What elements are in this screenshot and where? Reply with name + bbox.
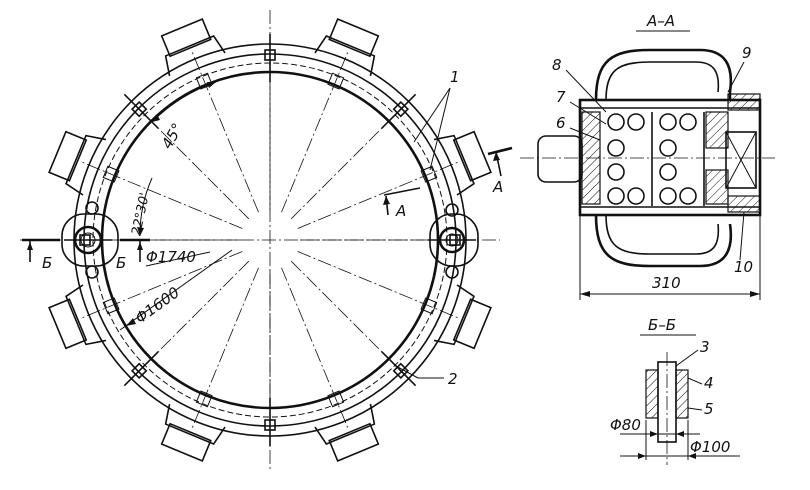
angle-45-label: 45° [158,120,187,152]
dia-1740-label: Φ1740 [146,248,196,266]
aa-callout-6: 6 [556,114,566,132]
spring-coil [659,187,677,205]
radial-line [297,161,460,229]
callout-1-label: 1 [450,68,460,86]
radial-line [297,251,460,319]
ring-bolt [264,398,276,446]
ring-view: Б Б A A 45° 22°30' Φ1740 [20,10,513,470]
ring-bolts [64,34,476,446]
spring-lugs [48,18,492,462]
radial-line [80,161,243,229]
angle-45-annotation: 45° [151,81,217,152]
callout-2-label: 2 [448,370,458,388]
spring-coil [627,187,645,205]
ring-bolt [264,34,276,82]
radial-line [281,267,349,430]
spring-lug [314,390,380,462]
spring-coil [607,163,625,181]
spring-lug [48,284,120,350]
callout-2: 2 [395,365,458,388]
radial-line [191,50,259,213]
ring-bolt [123,93,159,129]
section-aa: А–А [520,12,775,300]
spring-coil [607,187,625,205]
aa-shaft [537,135,583,183]
right-hinge [429,203,479,279]
angle-22-label: 22°30' [129,191,153,236]
radial-line [281,50,349,213]
spring-lug [160,18,226,90]
spring-coil [607,113,625,131]
section-a-cut: A A [383,146,513,220]
section-mark-a-right: A [492,178,503,196]
spring-coil [659,139,677,157]
ring-bolt [123,351,159,387]
aa-dim-310: 310 [579,216,761,300]
section-aa-title: А–А [646,12,675,30]
radial-line [191,267,259,430]
bb-callout-5: 5 [704,400,714,418]
ring-bolt [428,234,476,246]
bb-dim-80: Φ80 [610,416,641,434]
bb-dim-100: Φ100 [690,438,730,456]
bb-callout-3: 3 [700,338,710,356]
aa-callout-8: 8 [552,56,562,74]
ring-bolt [381,93,417,129]
section-mark-b-left: Б [42,254,52,272]
aa-callout-10: 10 [734,258,753,276]
callout-1: 1 [413,68,460,171]
left-hinge [61,201,119,279]
angle-22-annotation: 22°30' [129,177,153,237]
spring-coil [627,113,645,131]
section-b-cut: Б Б [22,238,150,272]
aa-springs [607,113,697,205]
spring-coil [679,113,697,131]
ring-bolt [381,351,417,387]
spring-lug [314,18,380,90]
radial-line [80,251,243,319]
section-mark-b-right: Б [116,254,126,272]
spring-coil [607,139,625,157]
section-bb-title: Б–Б [648,316,676,334]
aa-callout-9: 9 [742,44,752,62]
aa-callout-7: 7 [556,88,566,106]
spring-lug [48,130,120,196]
dia-1740-annotation: Φ1740 [145,248,211,267]
spring-coil [679,187,697,205]
ring-bolt [64,234,112,246]
spring-coil [659,113,677,131]
spring-lug [420,284,492,350]
bb-callout-4: 4 [704,374,714,392]
spring-coil [659,163,677,181]
section-mark-a-left: A [395,202,406,220]
dia-1600-label: Φ1600 [132,283,183,327]
spring-lug [160,390,226,462]
spring-lug [420,130,492,196]
aa-callouts: 8 7 6 9 10 [552,44,753,276]
aa-dim-310-label: 310 [652,274,681,292]
section-bb: Б–Б 3 4 5 Φ80 Φ100 [610,316,740,465]
aa-body [578,98,762,217]
